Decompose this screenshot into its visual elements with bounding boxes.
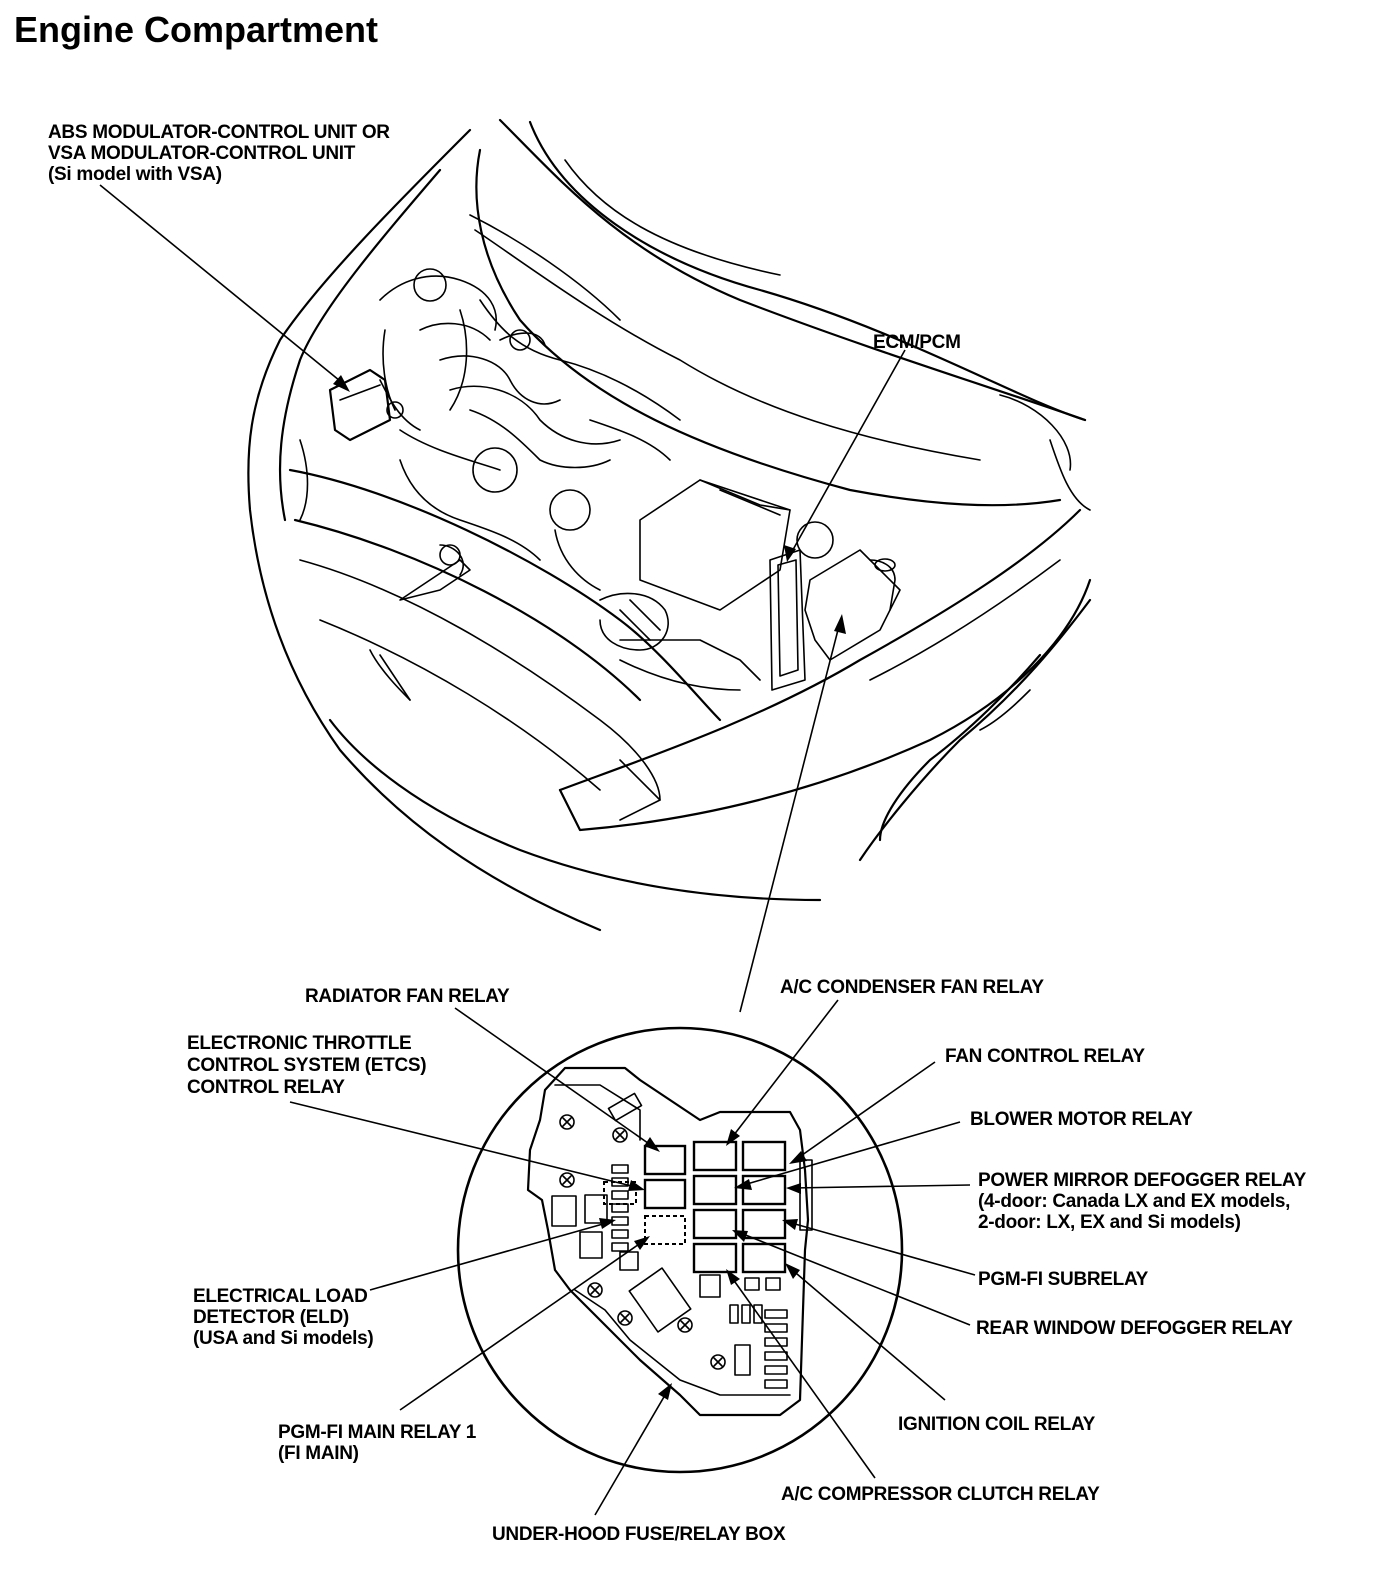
fuse-box-detail xyxy=(456,1026,904,1474)
label-eld-line3: (USA and Si models) xyxy=(193,1328,373,1349)
fuse-box-location-leader xyxy=(739,621,841,1013)
relay-ignition-coil xyxy=(741,1242,787,1274)
relay-pgmfi-subrelay xyxy=(741,1208,787,1240)
label-pgmfi-subrelay: PGM-FI SUBRELAY xyxy=(978,1269,1149,1290)
label-pgmfi-main-line2: (FI MAIN) xyxy=(278,1443,359,1464)
fuse-leaders xyxy=(289,999,976,1516)
relay-fan-control xyxy=(741,1140,787,1172)
label-radiator-fan-relay: RADIATOR FAN RELAY xyxy=(305,986,510,1007)
relay-rear-window-defogger xyxy=(692,1208,738,1240)
label-power-mirror-line2: (4-door: Canada LX and EX models, xyxy=(978,1191,1290,1212)
car-illustration xyxy=(247,118,1092,932)
labels: ABS MODULATOR-CONTROL UNIT OR VSA MODULA… xyxy=(48,122,1307,1545)
label-power-mirror-line3: 2-door: LX, EX and Si models) xyxy=(978,1212,1241,1233)
ecm-leader xyxy=(789,349,906,556)
label-eld-line1: ELECTRICAL LOAD xyxy=(193,1286,368,1307)
label-eld-line2: DETECTOR (ELD) xyxy=(193,1307,349,1328)
label-ignition-coil-relay: IGNITION COIL RELAY xyxy=(898,1414,1096,1435)
page-title: Engine Compartment xyxy=(14,9,378,50)
label-etcs-line1: ELECTRONIC THROTTLE xyxy=(187,1033,411,1054)
label-pgmfi-main-line1: PGM-FI MAIN RELAY 1 xyxy=(278,1422,477,1443)
relay-radiator-fan xyxy=(643,1144,687,1176)
engine-block xyxy=(328,268,901,691)
relay-ac-condenser-fan xyxy=(692,1140,738,1172)
relay-etcs xyxy=(643,1178,687,1210)
label-fan-control-relay: FAN CONTROL RELAY xyxy=(945,1046,1145,1067)
label-power-mirror-line1: POWER MIRROR DEFOGGER RELAY xyxy=(978,1170,1307,1191)
label-etcs-line3: CONTROL RELAY xyxy=(187,1077,345,1098)
relay-blower-motor xyxy=(692,1174,738,1206)
relay-pgmfi-main xyxy=(644,1215,686,1245)
label-etcs-line2: CONTROL SYSTEM (ETCS) xyxy=(187,1055,426,1076)
label-abs-line1: ABS MODULATOR-CONTROL UNIT OR xyxy=(48,122,390,143)
label-abs-line3: (Si model with VSA) xyxy=(48,164,222,185)
relay-ac-compressor-clutch xyxy=(692,1242,738,1274)
label-under-hood-fuse-relay-box: UNDER-HOOD FUSE/RELAY BOX xyxy=(492,1524,786,1545)
label-blower-motor-relay: BLOWER MOTOR RELAY xyxy=(970,1109,1193,1130)
label-ac-condenser-fan-relay: A/C CONDENSER FAN RELAY xyxy=(780,977,1044,998)
label-ac-compressor-clutch-relay: A/C COMPRESSOR CLUTCH RELAY xyxy=(781,1484,1100,1505)
eld-dotted xyxy=(603,1181,637,1205)
label-abs-line2: VSA MODULATOR-CONTROL UNIT xyxy=(48,143,356,164)
label-ecm: ECM/PCM xyxy=(873,332,961,353)
relay-grid xyxy=(603,1140,787,1274)
abs-leader xyxy=(99,184,346,386)
label-rear-window-defogger-relay: REAR WINDOW DEFOGGER RELAY xyxy=(976,1318,1293,1339)
relay-power-mirror-defogger xyxy=(741,1174,787,1206)
